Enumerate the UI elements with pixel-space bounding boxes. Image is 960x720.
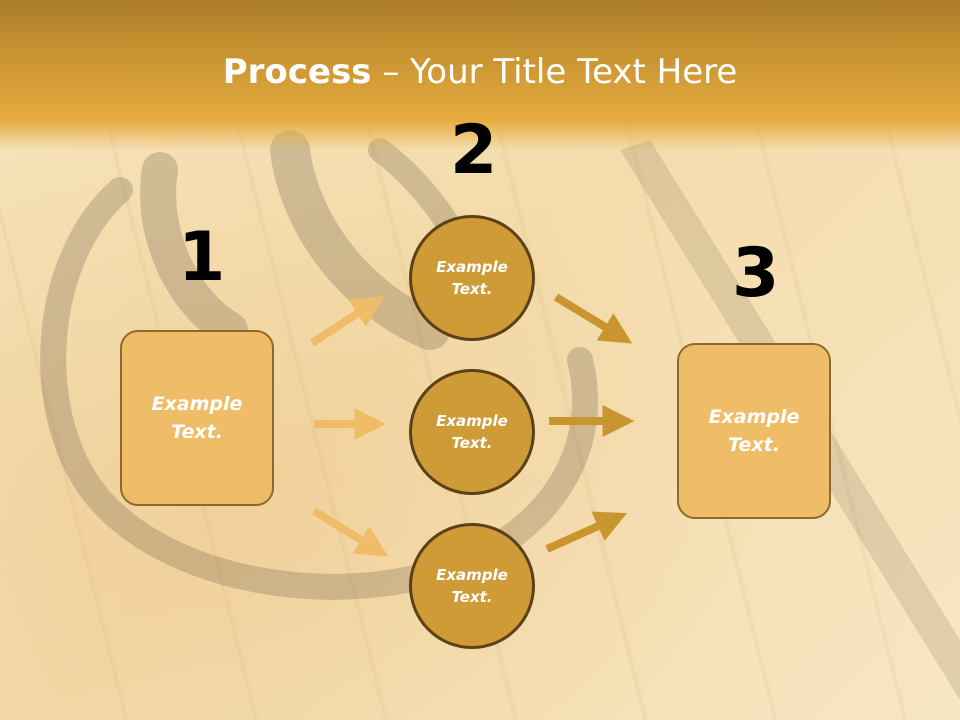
step-3-label: Example Text. <box>708 405 800 457</box>
arrow-top-to-3 <box>553 293 633 344</box>
arrows-box1-to-circles <box>309 296 389 557</box>
step-2-circle-top-label: Example Text. <box>436 257 508 299</box>
step-2-circle-middle-label: Example Text. <box>436 411 508 453</box>
step-2-circle-middle: Example Text. <box>409 369 535 495</box>
step-number-1: 1 <box>178 218 226 297</box>
arrow-1-to-top <box>309 296 385 347</box>
step-2-circle-top: Example Text. <box>409 215 535 341</box>
step-1-box: Example Text. <box>120 330 274 506</box>
step-number-2: 2 <box>450 111 498 190</box>
title-strong: Process <box>222 52 372 92</box>
title-rest: – Your Title Text Here <box>371 52 738 92</box>
slide-title: Process – Your Title Text Here <box>0 52 960 92</box>
step-2-circle-bottom: Example Text. <box>409 523 535 649</box>
arrow-bottom-to-3 <box>545 511 628 553</box>
step-2-circle-bottom-label: Example Text. <box>436 565 508 607</box>
step-3-box: Example Text. <box>677 343 831 519</box>
arrow-1-to-bottom <box>311 507 389 557</box>
title-banner <box>0 0 960 150</box>
step-number-3: 3 <box>732 234 780 313</box>
step-1-label: Example Text. <box>151 392 243 444</box>
arrows-circles-to-box3 <box>545 293 635 553</box>
